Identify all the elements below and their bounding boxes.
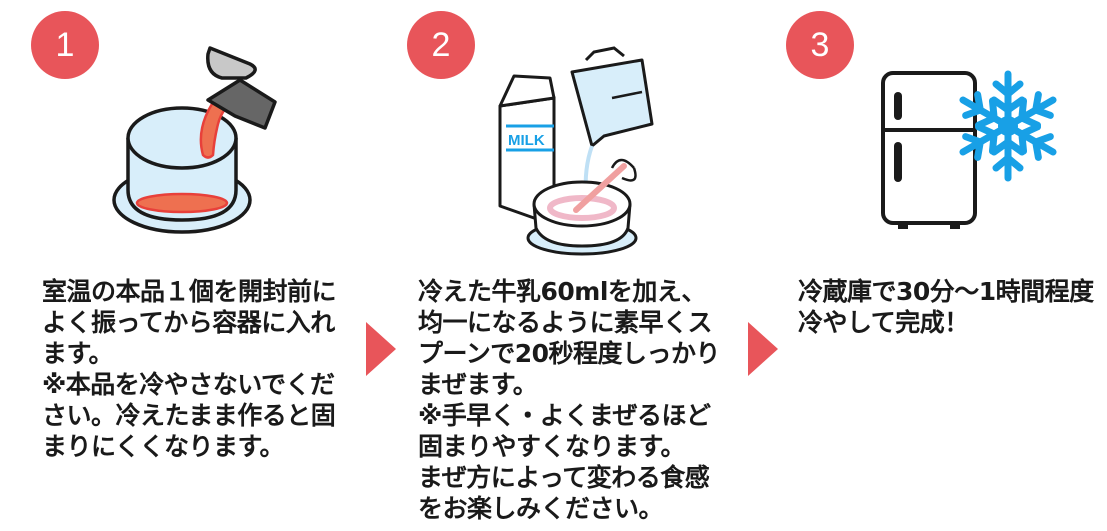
step-description: 冷えた牛乳60mlを加え、 均一になるように素早くス プーンで20秒程度しっかり… [418, 277, 721, 523]
step-description: 室温の本品１個を開封前に よく振ってから容器に入れ ます。 ※本品を冷やさないで… [42, 277, 337, 461]
step-3: 3 冷蔵庫で30分～1時間程度 冷やして完成！ [756, 0, 1107, 531]
snowflake-icon [956, 70, 1060, 184]
step-2: 2 MILK 冷えた牛乳60mlを加え、 均一になるように素早くス プーンで20… [376, 0, 746, 531]
step-number-badge: 1 [31, 11, 99, 79]
step-number-badge: 3 [786, 11, 854, 79]
milk-stirring-illustration: MILK [498, 46, 654, 256]
arrow-right-icon [748, 322, 778, 376]
arrow-right-icon [366, 322, 396, 376]
step-1: 1 室温の本品１個を開封前に よく振ってから容器に入れ ます。 ※本品を冷やさな… [0, 0, 370, 531]
step-description: 冷蔵庫で30分～1時間程度 冷やして完成！ [798, 277, 1094, 337]
step-number-badge: 2 [407, 11, 475, 79]
pouring-sauce-illustration [112, 46, 277, 234]
refrigerator-icon [881, 71, 977, 229]
milk-label: MILK [508, 132, 545, 149]
